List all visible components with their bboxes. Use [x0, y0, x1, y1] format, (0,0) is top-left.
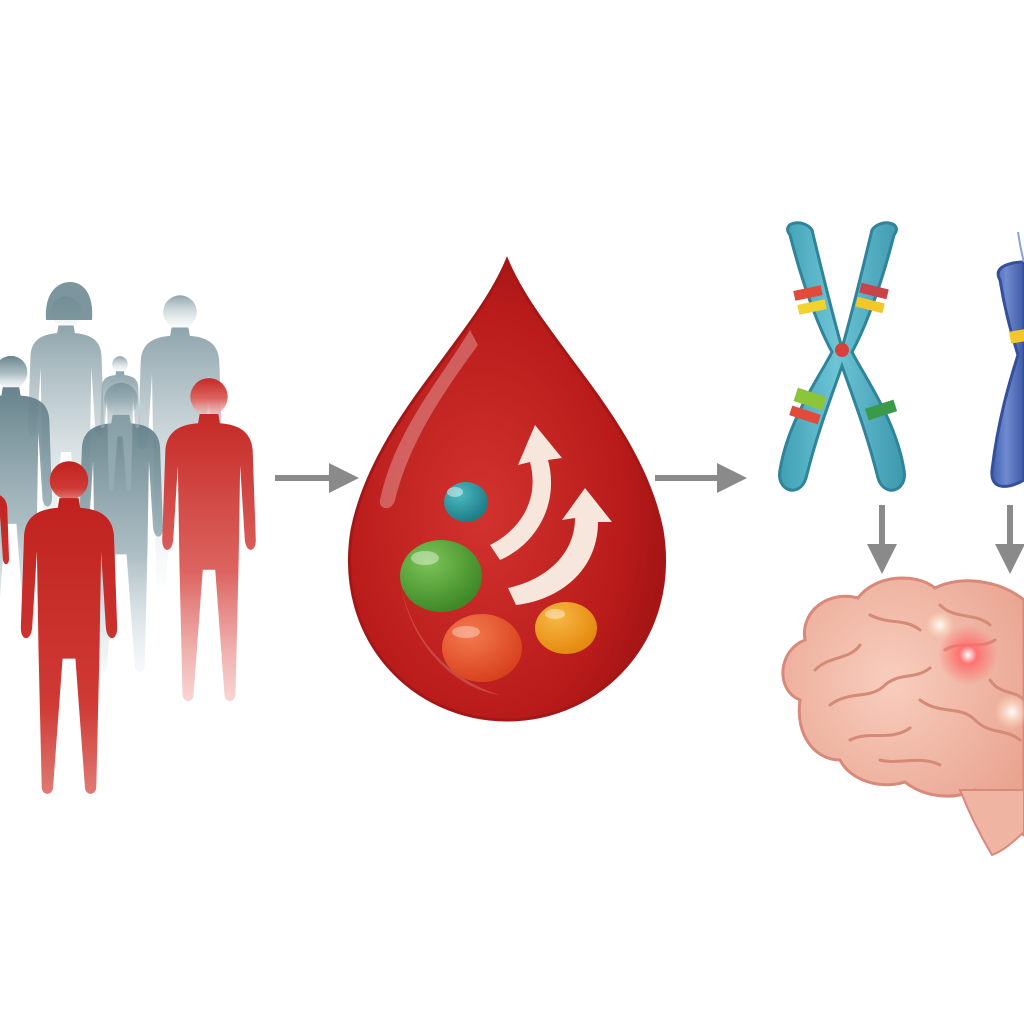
particle-green: [400, 540, 482, 612]
brain-stem: [958, 789, 1024, 857]
brain: [781, 576, 1024, 857]
chromosome-blue: [990, 231, 1024, 488]
drop-highlight: [379, 330, 478, 509]
particle-amber: [535, 602, 597, 654]
particle-teal: [444, 482, 488, 522]
drop-highlight: [400, 580, 500, 695]
activity-glow: [938, 625, 998, 685]
centromere: [835, 343, 849, 357]
chromosome-icon: [990, 260, 1024, 488]
activity-glow: [994, 694, 1024, 730]
chromosome-teal: [778, 221, 906, 492]
up-arrow-icon: [490, 425, 562, 560]
activity-glow: [926, 611, 954, 639]
population-group: [0, 282, 256, 794]
person-hair: [45, 282, 93, 320]
up-arrow-icon: [508, 488, 612, 605]
particle-orange: [442, 614, 522, 682]
blood-drop: [348, 256, 666, 722]
